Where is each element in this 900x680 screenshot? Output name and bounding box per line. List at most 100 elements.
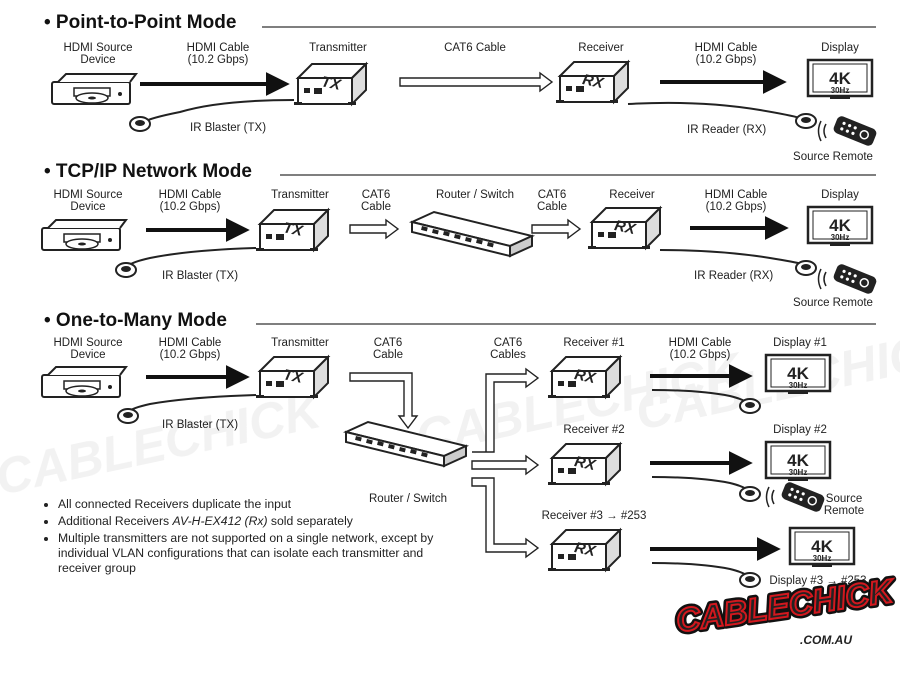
otm-cat6-arrow: [349, 372, 419, 430]
p2p-title: • Point-to-Point Mode: [44, 12, 236, 33]
note-2-model: AV-H-EX412 (Rx): [172, 514, 268, 528]
tcp-hdmi-cable-label: HDMI Cable: [159, 189, 222, 201]
otm-receiver2-label: Receiver #2: [563, 424, 624, 436]
otm-display2-label: Display #2: [773, 424, 827, 436]
otm-ir-reader-cable-3: [651, 562, 747, 576]
p2p-ir-reader-icon: [795, 113, 817, 129]
p2p-hdmi-cable2-label: HDMI Cable: [695, 42, 758, 54]
otm-cat6-label-2: Cable: [373, 349, 403, 361]
otm-source-remote-icon: [765, 480, 827, 514]
tcp-cat6-label-b2: Cable: [537, 201, 567, 213]
otm-ir-reader-cable-2: [651, 476, 747, 490]
notes-list: All connected Receivers duplicate the in…: [42, 497, 442, 578]
otm-display1-res: 4K: [787, 364, 809, 383]
tcp-tx-label: TX: [282, 219, 305, 240]
p2p-hdmi-cable2-speed: (10.2 Gbps): [696, 54, 757, 66]
otm-router-label: Router / Switch: [369, 493, 447, 505]
p2p-cat6-label: CAT6 Cable: [444, 42, 506, 54]
tcp-ir-blaster-label: IR Blaster (TX): [162, 270, 238, 282]
note-multiple-transmitters: Multiple transmitters are not supported …: [58, 531, 442, 576]
otm-rx2-label: RX: [573, 453, 598, 474]
p2p-display-res: 4K: [829, 69, 851, 88]
watermark-text-1: CABLECHICK: [0, 381, 329, 505]
tcp-router-icon: [411, 211, 533, 257]
otm-cat6-arrow-r1: [472, 367, 540, 453]
otm-cat6-label: CAT6: [374, 337, 403, 349]
note-receivers-duplicate: All connected Receivers duplicate the in…: [58, 497, 442, 512]
tcp-display-res: 4K: [829, 216, 851, 235]
otm-display2-hz: 30Hz: [789, 468, 808, 477]
otm-display3-res: 4K: [811, 537, 833, 556]
otm-hdmi-cable2-speed: (10.2 Gbps): [670, 349, 731, 361]
p2p-display-label: Display: [821, 42, 859, 54]
note-3-text: Multiple transmitters are not supported …: [58, 531, 434, 575]
p2p-source-label: HDMI Source: [63, 42, 132, 54]
tcp-ir-reader-cable: [659, 249, 803, 265]
tcp-ir-reader-icon: [795, 260, 817, 276]
p2p-ir-reader-cable: [627, 101, 801, 119]
p2p-ir-blaster-icon: [129, 116, 151, 132]
tcp-cat6-label-a2: Cable: [361, 201, 391, 213]
otm-receiver1-label: Receiver #1: [563, 337, 624, 349]
otm-receiver3-label: Receiver #3 → #253: [542, 510, 647, 522]
p2p-display-hz: 30Hz: [831, 86, 850, 95]
otm-cat6s-label-2: Cables: [490, 349, 526, 361]
otm-hdmi-cable-label: HDMI Cable: [159, 337, 222, 349]
tcp-source-remote-label: Source Remote: [793, 297, 873, 309]
otm-hdmi-cable2-label: HDMI Cable: [669, 337, 732, 349]
brand-domain: .COM.AU: [800, 633, 852, 647]
otm-rx1-label: RX: [573, 366, 598, 387]
otm-rx3-label: RX: [573, 539, 598, 560]
tcp-rx-label: RX: [613, 217, 638, 238]
otm-display1-hz: 30Hz: [789, 381, 808, 390]
section-point-to-point: • Point-to-Point Mode HDMI Source Device…: [44, 12, 879, 163]
p2p-source-remote-icon: [817, 114, 879, 148]
tcp-cat6-arrow-b: [531, 218, 582, 240]
otm-title: • One-to-Many Mode: [44, 310, 227, 331]
p2p-source-remote-label: Source Remote: [793, 151, 873, 163]
tcp-router-label: Router / Switch: [436, 189, 514, 201]
otm-ir-reader-icon-1: [739, 398, 761, 414]
p2p-hdmi-cable-label: HDMI Cable: [187, 42, 250, 54]
otm-source-remote-label-2: Remote: [824, 505, 864, 517]
p2p-rx-label: RX: [581, 71, 606, 92]
otm-source-device-icon: [41, 366, 127, 398]
note-1-text: All connected Receivers duplicate the in…: [58, 497, 292, 511]
otm-source-label-2: Device: [70, 349, 105, 361]
p2p-hdmi-cable-speed: (10.2 Gbps): [188, 54, 249, 66]
otm-display2-res: 4K: [787, 451, 809, 470]
otm-source-label: HDMI Source: [53, 337, 122, 349]
otm-transmitter-label: Transmitter: [271, 337, 329, 349]
section-tcp-ip: • TCP/IP Network Mode HDMI Source Device…: [41, 161, 879, 309]
note-additional-receivers: Additional Receivers AV-H-EX412 (Rx) sol…: [58, 514, 442, 529]
p2p-transmitter-label: Transmitter: [309, 42, 367, 54]
otm-ir-reader-icon-3: [739, 572, 761, 588]
tcp-cat6-label-b: CAT6: [538, 189, 567, 201]
brand-tm: ™: [876, 597, 884, 606]
tcp-cat6-arrow-a: [349, 218, 400, 240]
p2p-tx-label: TX: [320, 73, 343, 94]
tcp-display-label: Display: [821, 189, 859, 201]
tcp-hdmi-cable-speed: (10.2 Gbps): [160, 201, 221, 213]
tcp-ir-blaster-icon: [115, 262, 137, 278]
tcp-source-label: HDMI Source: [53, 189, 122, 201]
tcp-ir-blaster-cable: [127, 247, 257, 267]
otm-cat6-arrow-r3: [471, 477, 540, 559]
p2p-receiver-label: Receiver: [578, 42, 624, 54]
tcp-transmitter-label: Transmitter: [271, 189, 329, 201]
p2p-source-label-2: Device: [80, 54, 115, 66]
section-one-to-many: • One-to-Many Mode HDMI Source Device HD…: [41, 310, 876, 588]
p2p-source-device-icon: [51, 73, 137, 105]
otm-cat6-arrow-r2: [471, 454, 540, 476]
note-2-text-post: sold separately: [267, 514, 353, 528]
otm-hdmi-cable-speed: (10.2 Gbps): [160, 349, 221, 361]
otm-display1-label: Display #1: [773, 337, 827, 349]
otm-tx-label: TX: [282, 366, 305, 387]
otm-display3-hz: 30Hz: [813, 554, 832, 563]
tcp-source-remote-icon: [817, 262, 879, 296]
tcp-display-hz: 30Hz: [831, 233, 850, 242]
p2p-ir-reader-label: IR Reader (RX): [687, 124, 766, 136]
p2p-cat6-arrow: [399, 71, 554, 93]
